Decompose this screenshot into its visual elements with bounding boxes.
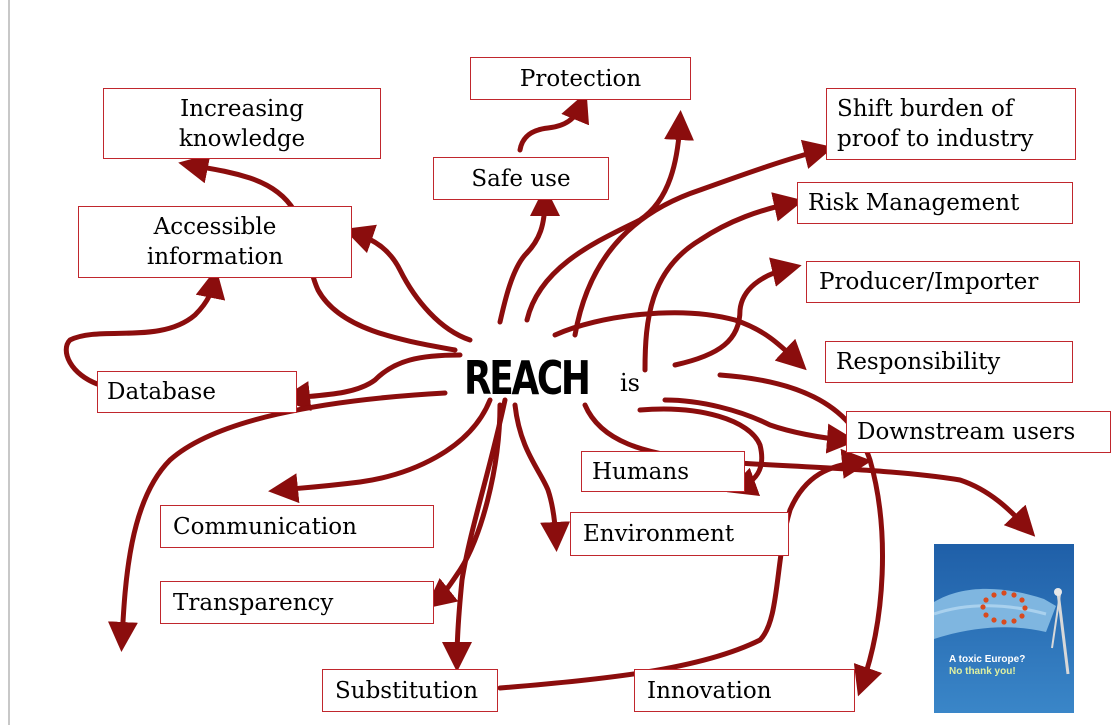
arrow-to-downstream-users [662,397,857,454]
node-increasing-knowledge: Increasing knowledge [103,88,381,159]
node-risk-management: Risk Management [797,182,1073,224]
node-downstream-users: Downstream users [846,411,1111,453]
reach-suffix: is [620,369,640,397]
node-database: Database [97,371,297,413]
node-downstream-users-label: Downstream users [857,419,1076,445]
arrow-to-accessible-information [343,224,473,343]
node-innovation: Innovation [634,669,855,712]
node-risk-management-label: Risk Management [808,190,1020,216]
node-innovation-label: Innovation [647,677,772,704]
arrow-to-communication [268,397,493,504]
node-responsibility: Responsibility [825,341,1073,383]
arrow-to-producer-importer [672,257,802,368]
node-transparency-label: Transparency [173,589,334,616]
arrow-to-risk-management [642,192,804,373]
node-producer-importer: Producer/Importer [806,261,1080,303]
arrow-to-protection [517,91,590,153]
arrow-to-responsibility [552,310,807,371]
node-protection: Protection [470,57,691,100]
node-increasing-knowledge-line2: knowledge [178,125,306,152]
arrow-to-substitution [442,397,508,673]
node-responsibility-label: Responsibility [836,349,1001,375]
node-substitution-label: Substitution [335,677,479,704]
node-protection-label: Protection [519,65,642,92]
reach-center-label: REACH is [464,351,640,406]
node-safe-use: Safe use [433,157,609,200]
node-humans: Humans [581,451,745,492]
arrow-to-database [280,352,463,411]
node-shift-burden: Shift burden of proof to industry [826,88,1076,160]
poster-artwork [934,544,1074,713]
poster-caption: A toxic Europe? No thank you! [949,654,1025,678]
arrow-to-lower-left [107,390,448,652]
node-substitution: Substitution [322,669,498,712]
node-shift-burden-line1: Shift burden of [837,96,1014,122]
arrow-database-to-accessible-information [63,268,226,388]
node-database-label: Database [107,379,216,405]
node-producer-importer-label: Producer/Importer [819,269,1039,295]
poster-caption-line2: No thank you! [949,666,1016,677]
node-shift-burden-line2: proof to industry [837,126,1034,152]
toxic-europe-poster: A toxic Europe? No thank you! [934,544,1074,713]
node-accessible-information-line2: information [146,244,284,270]
node-accessible-information-line1: Accessible [153,214,277,240]
arrow-to-humans [637,406,765,496]
node-increasing-knowledge-line1: Increasing [180,95,304,122]
node-communication: Communication [160,505,434,548]
arrow-substitution-to-downstream-users [497,448,872,691]
node-environment: Environment [570,512,789,556]
poster-caption-line1: A toxic Europe? [949,654,1026,665]
reach-title: REACH [464,351,591,405]
node-safe-use-label: Safe use [471,165,571,192]
arrow-to-environment [512,402,571,552]
page-left-rule [8,0,10,725]
arrow-to-shift-burden [572,139,834,338]
node-communication-label: Communication [173,513,357,540]
node-environment-label: Environment [583,521,735,547]
node-humans-label: Humans [592,458,690,485]
arrow-to-safe-use [497,185,560,325]
node-transparency: Transparency [160,581,434,624]
node-accessible-information: Accessible information [78,206,352,278]
